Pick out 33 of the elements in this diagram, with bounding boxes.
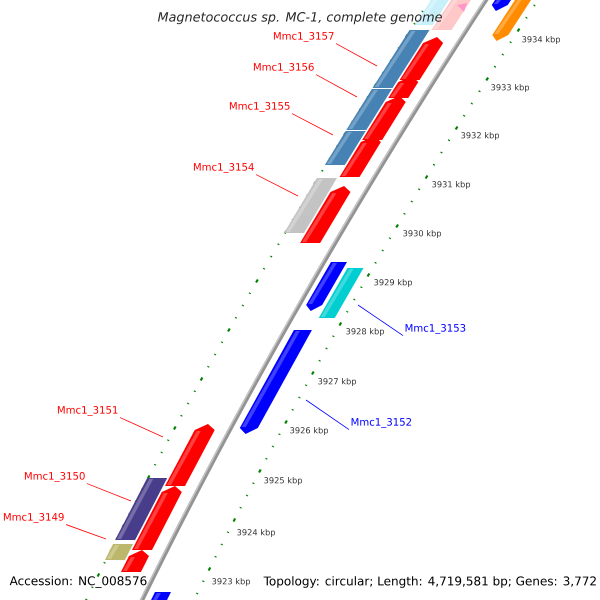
leader-line — [66, 524, 106, 540]
scale-label: 3926 kbp — [290, 427, 328, 435]
scale-label: 3934 kbp — [522, 36, 560, 44]
leader-line — [336, 43, 378, 66]
scale-label: 3925 kbp — [264, 477, 302, 485]
leader-line — [316, 74, 358, 98]
scale-label: 3932 kbp — [461, 132, 500, 140]
gene-label: Mmc1_3154 — [194, 163, 254, 173]
footer-text: Accession: NC_008576 — [10, 576, 146, 588]
leader-line — [120, 417, 164, 438]
gene-label: Mmc1_3156 — [254, 63, 314, 73]
scale-label: 3930 kbp — [403, 230, 442, 238]
scale-label: 3927 kbp — [318, 378, 356, 386]
gene-label: Mmc1_3149 — [4, 513, 64, 523]
gene-label: Mmc1_3151 — [58, 406, 118, 416]
gene-label: Mmc1_3152 — [352, 418, 412, 428]
footer-text: Topology: circular; Length: 4,719,581 bp; Genes: 3,772 — [264, 576, 596, 588]
gene-label: Mmc1_3153 — [406, 324, 466, 334]
leader-line — [306, 400, 350, 430]
scale-label: 3928 kbp — [346, 328, 384, 336]
title: Magnetococcus sp. MC-1, complete genome — [158, 12, 442, 24]
leader-line — [292, 113, 334, 136]
leader-line — [86, 483, 132, 502]
gene-label: Mmc1_3157 — [274, 32, 334, 42]
scale-label: 3933 kbp — [491, 84, 530, 92]
scale-label: 3923 kbp — [212, 578, 250, 586]
scale-label: 3924 kbp — [237, 529, 276, 537]
leader-line — [256, 174, 298, 196]
leader-line — [358, 304, 404, 336]
gene-label: Mmc1_3150 — [24, 472, 85, 482]
gene-label: Mmc1_3155 — [230, 102, 290, 112]
scale-label: 3929 kbp — [374, 279, 412, 287]
scale-label: 3931 kbp — [432, 181, 470, 189]
